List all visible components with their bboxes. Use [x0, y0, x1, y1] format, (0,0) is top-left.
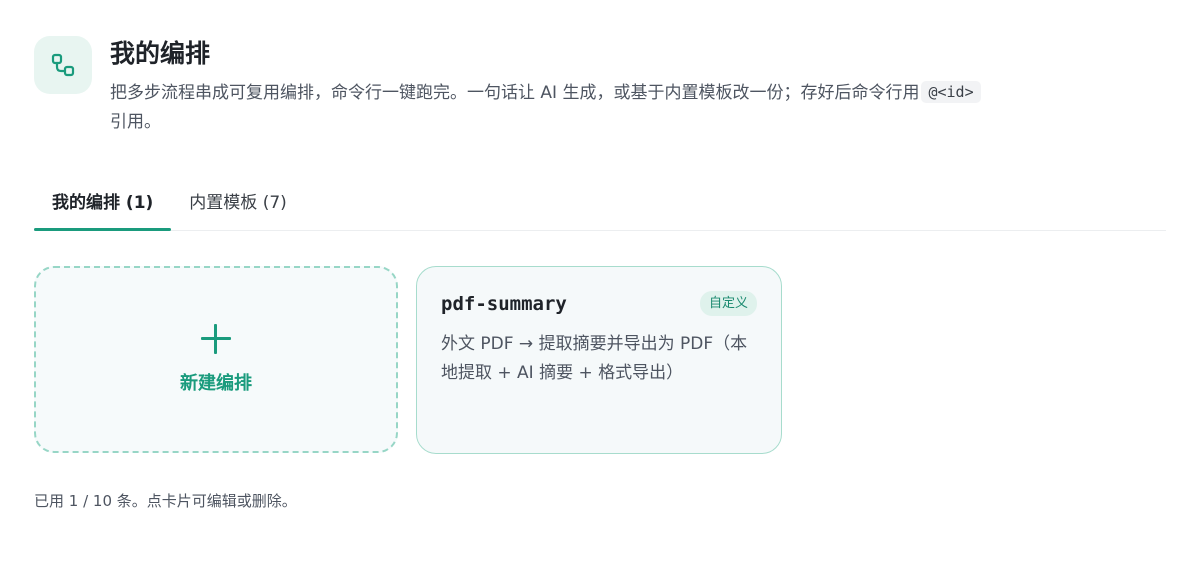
orchestration-card[interactable]: pdf-summary 自定义 外文 PDF → 提取摘要并导出为 PDF（本地…: [416, 266, 782, 454]
card-grid: 新建编排 pdf-summary 自定义 外文 PDF → 提取摘要并导出为 P…: [34, 266, 782, 454]
new-orchestration-button[interactable]: 新建编排: [34, 266, 398, 453]
orchestration-name: pdf-summary: [441, 292, 567, 315]
tab-bar: 我的编排 (1) 内置模板 (7): [34, 178, 1166, 231]
custom-badge: 自定义: [699, 291, 757, 316]
card-header: pdf-summary 自定义: [441, 291, 757, 316]
page-description: 把多步流程串成可复用编排，命令行一键跑完。一句话让 AI 生成，或基于内置模板改…: [110, 79, 1160, 137]
page-header: 我的编排 把多步流程串成可复用编排，命令行一键跑完。一句话让 AI 生成，或基于…: [34, 36, 1166, 137]
orchestration-description: 外文 PDF → 提取摘要并导出为 PDF（本地提取 + AI 摘要 + 格式导…: [441, 334, 748, 383]
workflow-icon: [34, 36, 92, 94]
plus-icon: [201, 324, 231, 354]
tab-my-orchestrations[interactable]: 我的编排 (1): [34, 178, 172, 231]
new-orchestration-label: 新建编排: [180, 373, 252, 394]
header-text: 我的编排 把多步流程串成可复用编排，命令行一键跑完。一句话让 AI 生成，或基于…: [110, 36, 1166, 137]
description-main: 把多步流程串成可复用编排，命令行一键跑完。一句话让 AI 生成，或基于内置模板改…: [110, 83, 920, 103]
id-reference-code: @<id>: [921, 81, 981, 103]
page-title: 我的编排: [110, 39, 211, 68]
usage-note: 已用 1 / 10 条。点卡片可编辑或删除。: [34, 492, 297, 510]
description-tail: 引用。: [110, 112, 161, 132]
tab-builtin-templates[interactable]: 内置模板 (7): [189, 193, 287, 213]
